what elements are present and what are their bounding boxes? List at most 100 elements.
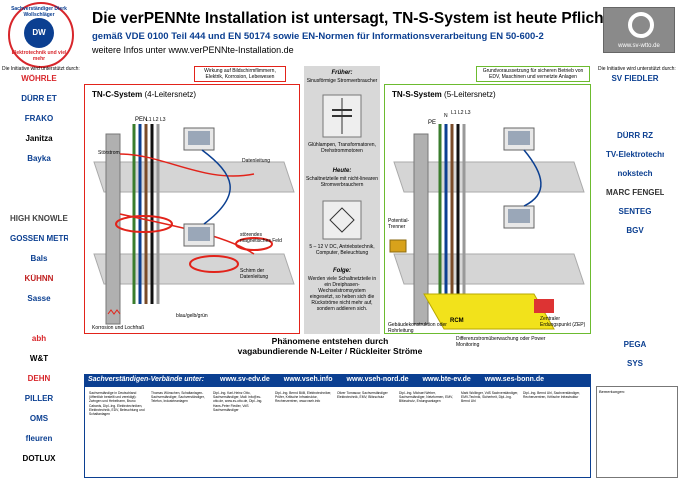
- info-link[interactable]: weitere Infos unter www.verPENNte-Instal…: [92, 45, 294, 55]
- sponsor-logo[interactable]: nokstech: [617, 169, 653, 178]
- sponsor-logo[interactable]: Sasse: [27, 294, 51, 303]
- association-column: Mark Wollinger, VdS Sachverständiger, EM…: [461, 391, 519, 404]
- bottom-caption: Phänomene entstehen durch vagabundierend…: [150, 336, 510, 356]
- bemerkungen-label: Bemerkungen:: [599, 389, 626, 394]
- sponsor-logo[interactable]: DEHN: [27, 374, 51, 383]
- association-column: Thomas Wünschen, Schaltanlagen-Sachverst…: [151, 391, 205, 404]
- tnc-diagram: [93, 124, 295, 325]
- corrosion-mark: [107, 309, 121, 315]
- pen-label: PEN: [135, 117, 148, 123]
- right-panel-note: Grundvoraussetzung für sicheren Betrieb …: [476, 66, 590, 82]
- tnc-system-title: TN-C-System (4-Leitersnetz): [92, 90, 196, 99]
- caption-line-1: Phänomene entstehen durch: [271, 336, 389, 346]
- sponsor-logo[interactable]: Janitza: [25, 134, 53, 143]
- emv-unguenstig-header: EMV-ungünstig:: [90, 68, 174, 80]
- floor-plate-upper: [93, 161, 295, 193]
- right-panel-frame: [384, 84, 591, 334]
- monitor-screen-upper: [188, 131, 210, 145]
- magnetic-field-ring-2: [189, 255, 239, 273]
- page-title: Die verPENNte Installation ist untersagt…: [92, 10, 614, 27]
- association-link[interactable]: www.vseh-nord.de: [346, 376, 409, 383]
- magnetic-field-ring: [115, 215, 173, 233]
- sponsor-logo[interactable]: W&T: [29, 354, 49, 363]
- rectifier-icon: [322, 200, 362, 240]
- association-column: Sachverständige in Deutschland (öffentli…: [89, 391, 145, 417]
- association-link[interactable]: www.ses-bonn.de: [484, 376, 545, 383]
- sponsor-logo[interactable]: Bayka: [27, 154, 51, 163]
- l2-label: L2: [153, 117, 159, 123]
- logo-text-top: Sachverständiger Dierk Wollschläger: [11, 6, 67, 18]
- monitor-screen-lower-right: [508, 209, 530, 223]
- tnc-title: TN-C-System: [92, 90, 143, 99]
- sv-logo: www.sv-wtto.de: [603, 7, 675, 53]
- frueher-examples: Glühlampen, Transformatoren, Drehstrommo…: [308, 142, 376, 154]
- stoerstrom-label: Störstrom: [98, 150, 120, 156]
- association-link[interactable]: www.bte-ev.de: [422, 376, 471, 383]
- sponsor-logo[interactable]: Bals: [30, 254, 48, 263]
- sponsor-logo[interactable]: GOSSEN METRAWATT: [10, 234, 68, 243]
- heute-examples: 5 – 12 V DC, Antriebstechnik, Computer, …: [309, 244, 375, 256]
- sponsor-logo[interactable]: DÜRR ET: [21, 94, 57, 103]
- folge-heading: Folge:: [333, 268, 351, 274]
- sponsor-logo[interactable]: DÜRR RZ: [617, 131, 653, 140]
- data-cable-right: [523, 149, 542, 207]
- association-link[interactable]: www.vseh.info: [283, 376, 333, 383]
- sponsor-logo[interactable]: PILLER: [24, 394, 54, 403]
- sponsor-logo[interactable]: abh: [31, 334, 47, 343]
- zep-label: Zentraler Erdungspunkt (ZEP): [540, 316, 586, 328]
- sponsor-logo[interactable]: HIGH KNOWLEDGE: [10, 214, 68, 223]
- associations-bar: Sachverständigen-Verbände unter: www.sv-…: [84, 374, 591, 386]
- sponsor-logo[interactable]: DOTLUX: [22, 454, 56, 463]
- bemerkungen-box[interactable]: Bemerkungen:: [596, 386, 678, 478]
- emv-guenstig-header: EMV-günstig:: [390, 68, 461, 80]
- blau-label: blau/gelb/grün: [176, 313, 208, 319]
- left-panel-note: Wirkung auf Bildschirmflimmern, Elektrik…: [194, 66, 286, 82]
- sponsor-logo[interactable]: WÖHRLE: [21, 74, 57, 83]
- left-sidebar-heading: Die Initiative wird unterstützt durch:: [2, 66, 80, 72]
- sponsor-logo[interactable]: SENTEG: [618, 207, 652, 216]
- zep-box: [534, 299, 554, 313]
- potential-trenner: [389, 239, 407, 253]
- associations-links: www.sv-edv.de www.vseh.info www.vseh-nord.…: [206, 376, 544, 383]
- sv-url[interactable]: www.sv-wtto.de: [618, 43, 660, 49]
- association-link[interactable]: www.sv-edv.de: [220, 376, 270, 383]
- associations-area: Sachverständige in Deutschland (öffentli…: [84, 386, 591, 478]
- tns-system-title: TN-S-System (5-Leitersnetz): [392, 90, 496, 99]
- sponsor-logo[interactable]: fleuren: [25, 434, 53, 443]
- tnc-subtitle: (4-Leitersnetz): [144, 90, 197, 99]
- association-column: Dipl.-Ing. Michael Weber, Sachverständig…: [399, 391, 453, 404]
- folge-text: Werden viele Schaltnetzteile in ein Drei…: [307, 276, 377, 312]
- gebaeude-label: Gebäudekonstruktion oder Rohrleitung: [388, 322, 447, 334]
- datenleitung-label: Datenleitung: [242, 158, 271, 164]
- sponsor-logo[interactable]: SYS: [626, 359, 643, 368]
- magnetfeld-label: störendes magnetisches Feld: [240, 232, 282, 244]
- caption-line-2: vagabundierende N-Leiter / Rückleiter St…: [237, 346, 423, 356]
- l3-label: L3: [160, 117, 166, 123]
- frueher-heading: Früher:: [331, 70, 353, 76]
- sponsor-logo[interactable]: KÜHNN: [24, 274, 54, 283]
- sponsor-logo[interactable]: FRAKO: [24, 114, 54, 123]
- stoerstrom-path: [119, 153, 255, 177]
- building-pipe-right: [413, 133, 429, 325]
- l1-label: L1: [146, 117, 152, 123]
- association-column: Oliver Tomasow, Sachverständiger Elektro…: [337, 391, 388, 400]
- sponsor-logo[interactable]: OMS: [29, 414, 49, 423]
- logo-text-bottom: Elektrotechnik und viel mehr: [11, 50, 67, 62]
- magnetic-field-ring-3: [235, 237, 273, 251]
- association-column: Dipl.-Ing. Bernd Uhl, Sachverständiger, …: [523, 391, 580, 400]
- logo-center: DW: [24, 18, 54, 48]
- page-subtitle: gemäß VDE 0100 Teil 444 und EN 50174 sow…: [92, 31, 544, 42]
- sponsor-logo[interactable]: BGV: [626, 226, 644, 235]
- sponsor-logo[interactable]: MARC FENGEL: [606, 188, 664, 197]
- sponsor-logo[interactable]: SV FIEDLER: [611, 74, 659, 83]
- trenner-label: Potential-Trenner: [388, 218, 410, 230]
- l2-label-right: L2: [458, 110, 464, 116]
- frueher-text: Sinusförmige Stromverbraucher: [306, 78, 378, 84]
- sponsor-logo[interactable]: TV-Elektrotechnik: [606, 150, 664, 159]
- building-pipe: [105, 133, 121, 325]
- association-column: Dipl.-Ing. Karl-Heinz Otto, Sachverständ…: [213, 391, 263, 412]
- associations-label: Sachverständigen-Verbände unter:: [88, 376, 205, 383]
- association-column: Dipl.-Ing. Bernd Bölli, Elektrotechniker…: [275, 391, 332, 404]
- right-sidebar-heading: Die Initiative wird unterstützt durch:: [598, 66, 676, 72]
- sponsor-logo[interactable]: PEGA: [623, 340, 647, 349]
